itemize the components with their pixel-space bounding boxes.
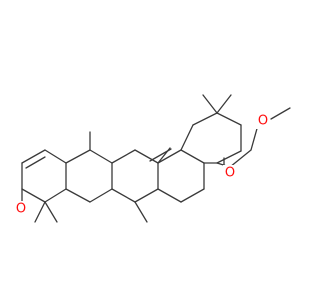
atom-label-layer: O O O [14, 113, 270, 217]
bond-30 [229, 149, 252, 168]
bond-layer [21, 94, 291, 223]
bond-3 [44, 188, 67, 203]
double-bond-1 [149, 148, 172, 162]
svg-text:O: O [258, 114, 268, 129]
bond-17 [180, 149, 205, 164]
bond-37 [44, 201, 58, 223]
bond-11 [111, 149, 136, 164]
oxygen-atom-carbonyl: O [223, 165, 237, 181]
bond-12 [134, 149, 159, 164]
bond-21 [180, 124, 194, 151]
bond-10 [65, 188, 91, 203]
bond-25 [216, 150, 242, 164]
bond-22 [192, 112, 218, 126]
bond-32 [270, 107, 291, 120]
bond-27 [202, 94, 218, 114]
bond-4 [21, 188, 46, 203]
bond-0 [21, 149, 46, 164]
bond-20 [157, 188, 182, 203]
bond-16 [157, 149, 182, 164]
svg-text:O: O [225, 166, 235, 181]
bond-6 [65, 149, 91, 164]
bond-34 [134, 201, 148, 223]
bond-9 [89, 188, 113, 203]
bond-31 [250, 124, 259, 151]
bond-23 [216, 112, 242, 126]
oxygen-atom-ester: O [256, 113, 270, 129]
molecule-structure-diagram: O O O [14, 94, 291, 223]
bond-36 [34, 201, 46, 223]
bond-28 [216, 94, 232, 114]
double-bond-0 [25, 156, 46, 169]
bond-19 [180, 188, 205, 203]
bond-15 [111, 188, 136, 203]
svg-text:O: O [16, 202, 26, 217]
bond-7 [89, 149, 113, 164]
oxygen-atom-ketone: O [14, 201, 28, 217]
bond-1 [44, 149, 67, 164]
bond-14 [134, 188, 159, 203]
